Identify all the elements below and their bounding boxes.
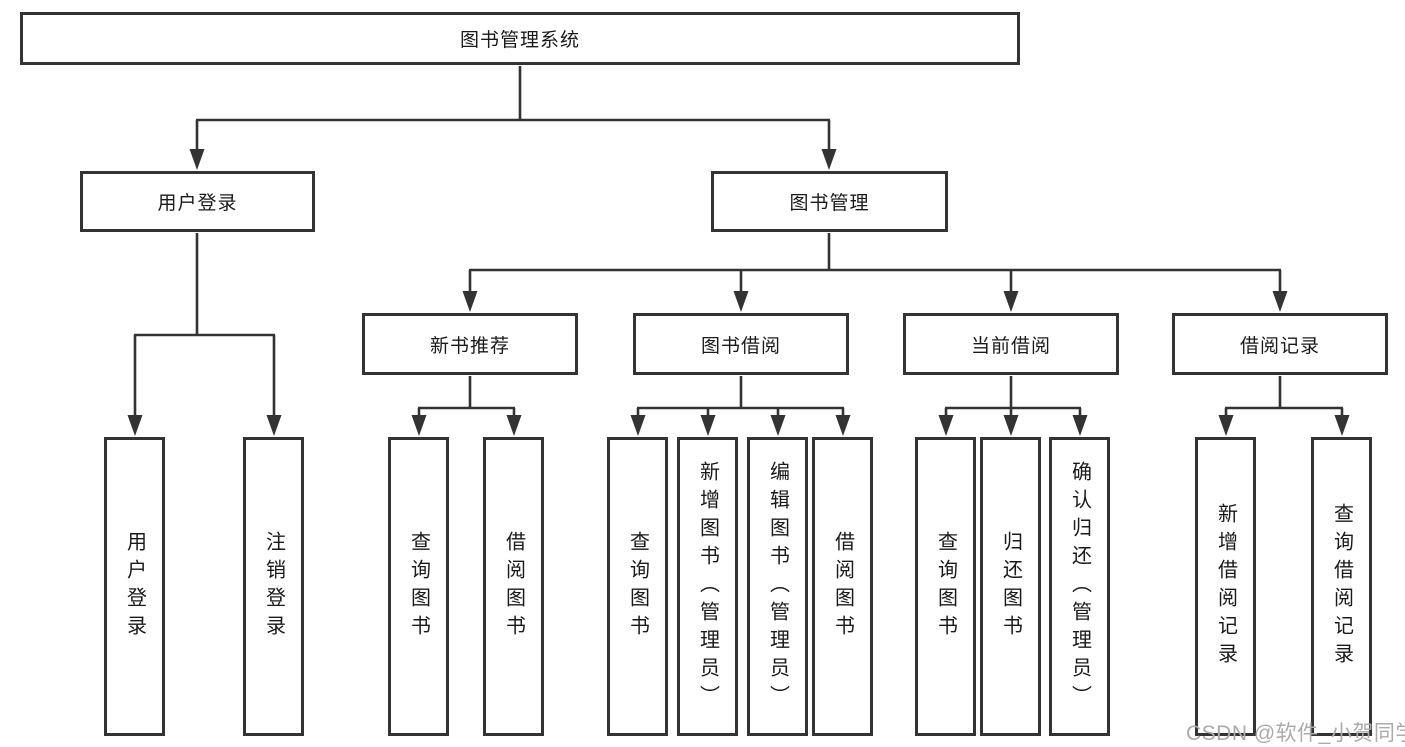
leaf-label: 查询借阅记录: [1330, 502, 1353, 671]
node-borrow-records: 借阅记录: [1172, 313, 1388, 375]
node-label: 用户登录: [157, 193, 238, 214]
leaf-query-borrow-record: 查询借阅记录: [1311, 437, 1372, 736]
node-label: 图书管理: [789, 193, 870, 214]
leaf-add-books-admin: 新增图书（管理员）: [677, 437, 738, 736]
leaf-query-books-current: 查询图书: [915, 437, 976, 736]
leaf-user-login: 用户登录: [104, 437, 165, 736]
node-label: 图书借阅: [700, 335, 781, 357]
leaf-borrow-books-recommend: 借阅图书: [483, 437, 544, 736]
leaf-label: 查询图书: [934, 530, 957, 643]
node-label: 借阅记录: [1239, 335, 1320, 357]
leaf-label: 新增借阅记录: [1214, 502, 1237, 671]
leaf-label: 确认归还（管理员）: [1068, 460, 1091, 713]
node-library-system: 图书管理系统: [20, 12, 1020, 65]
leaf-label: 新增图书（管理员）: [696, 460, 719, 713]
leaf-confirm-return-admin: 确认归还（管理员）: [1049, 437, 1110, 736]
leaf-label: 查询图书: [626, 530, 649, 643]
node-user-login: 用户登录: [80, 171, 315, 232]
leaf-label: 借阅图书: [502, 530, 525, 643]
node-label: 当前借阅: [970, 335, 1051, 357]
leaf-query-books-borrowing: 查询图书: [607, 437, 668, 736]
leaf-label: 查询图书: [407, 530, 430, 643]
node-label: 图书管理系统: [459, 30, 580, 51]
node-new-book-recommend: 新书推荐: [362, 313, 578, 375]
leaf-add-borrow-record: 新增借阅记录: [1195, 437, 1256, 736]
leaf-label: 编辑图书（管理员）: [766, 460, 789, 713]
leaf-logout: 注销登录: [243, 437, 304, 736]
leaf-return-books: 归还图书: [980, 437, 1041, 736]
leaf-label: 注销登录: [262, 530, 285, 643]
csdn-watermark: CSDN @软件_小贺同学: [1186, 722, 1405, 745]
node-book-borrowing: 图书借阅: [633, 313, 849, 375]
node-book-management: 图书管理: [711, 171, 948, 232]
leaf-label: 借阅图书: [831, 530, 854, 643]
leaf-edit-books-admin: 编辑图书（管理员）: [747, 437, 808, 736]
node-current-borrowing: 当前借阅: [903, 313, 1119, 375]
leaf-label: 用户登录: [123, 530, 146, 643]
node-label: 新书推荐: [429, 335, 510, 357]
leaf-query-books-recommend: 查询图书: [388, 437, 449, 736]
leaf-borrow-books-borrowing: 借阅图书: [812, 437, 873, 736]
leaf-label: 归还图书: [999, 530, 1022, 643]
